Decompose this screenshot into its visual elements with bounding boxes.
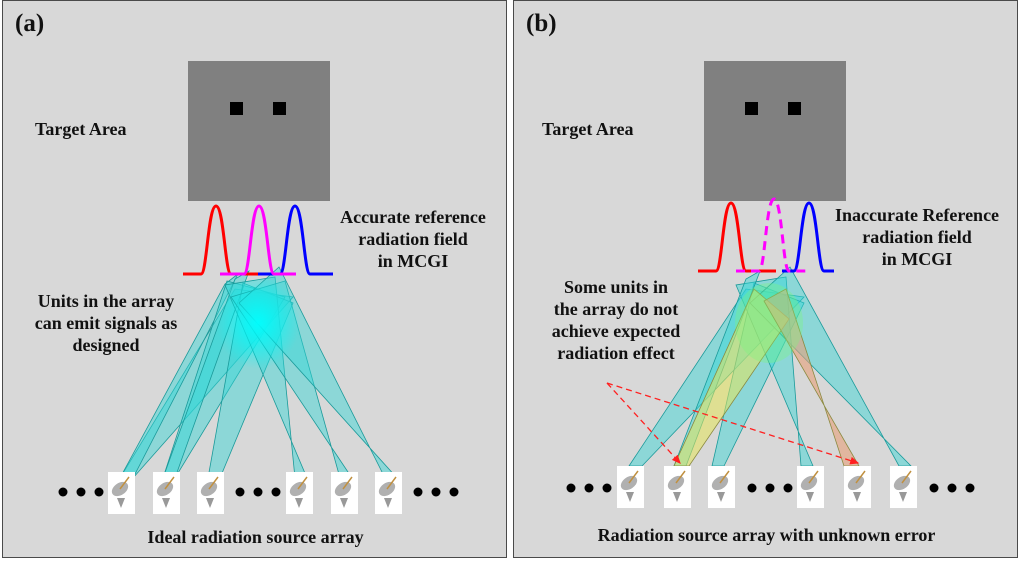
target-point [230, 102, 243, 115]
antenna-dish-icon [617, 466, 644, 508]
antenna-dish-icon [797, 466, 824, 508]
curve-blue [782, 201, 834, 273]
field-label-line: in MCGI [377, 250, 449, 271]
panel-tag: (a) [15, 10, 45, 37]
beam-focus [735, 283, 803, 363]
antenna-dish-icon [197, 472, 224, 514]
error-arrows [606, 382, 860, 465]
array-note-line: Units in the array [37, 291, 175, 311]
panel-a-diagram [58, 61, 459, 514]
antenna-dish-icon [844, 466, 871, 508]
antenna-dish-icon [331, 472, 358, 514]
curve-red [698, 201, 776, 273]
ellipsis-dots [58, 487, 459, 497]
panel-b: (b) Target Area Inaccurate Reference rad… [513, 0, 1018, 558]
curve-magenta [220, 204, 296, 276]
curve-blue [258, 204, 333, 276]
array-note-line: achieve expected [551, 320, 681, 341]
target-area-label: Target Area [542, 119, 634, 139]
array-note: Some units in the array do not achieve e… [516, 277, 716, 365]
target-area-label: Target Area [35, 119, 127, 139]
panel-tag: (b) [526, 10, 557, 37]
array-note: Units in the array can emit signals as d… [11, 291, 201, 357]
target-point [745, 102, 758, 115]
curve-magenta-dashed [736, 197, 810, 273]
array-note-line: can emit signals as [34, 312, 178, 333]
array-note-line: designed [72, 334, 140, 355]
antenna-dish-icon [890, 466, 917, 508]
field-label-line: Accurate reference [340, 207, 486, 227]
target-point [788, 102, 801, 115]
target-area [704, 61, 846, 201]
field-label: Accurate reference radiation field in MC… [321, 207, 505, 273]
field-label: Inaccurate Reference radiation field in … [816, 205, 1017, 271]
array-note-line: radiation effect [557, 342, 675, 363]
arrow [606, 382, 681, 464]
panel-a: (a) Target Area Accurate reference radia… [2, 0, 507, 558]
array-note-line: Some units in [563, 277, 669, 297]
field-label-line: in MCGI [881, 248, 953, 269]
arrow [606, 382, 860, 465]
bottom-label: Ideal radiation source array [147, 527, 364, 547]
antenna-dish-icon [153, 472, 180, 514]
target-area [188, 61, 330, 201]
field-label-line: radiation field [358, 228, 468, 249]
antenna-dish-icon [664, 466, 691, 508]
antenna-dish-icon [286, 472, 313, 514]
ellipsis-dots [566, 483, 975, 493]
beam-focus [216, 277, 300, 369]
bottom-label: Radiation source array with unknown erro… [597, 525, 936, 545]
array-note-line: the array do not [553, 298, 679, 319]
antenna-dish-icon [708, 466, 735, 508]
panel-b-diagram [566, 61, 975, 508]
curve-red [183, 204, 265, 276]
antenna-dish-icon [375, 472, 402, 514]
field-label-line: Inaccurate Reference [834, 205, 1000, 225]
field-label-line: radiation field [862, 226, 972, 247]
target-point [273, 102, 286, 115]
antenna-dish-icon [108, 472, 135, 514]
